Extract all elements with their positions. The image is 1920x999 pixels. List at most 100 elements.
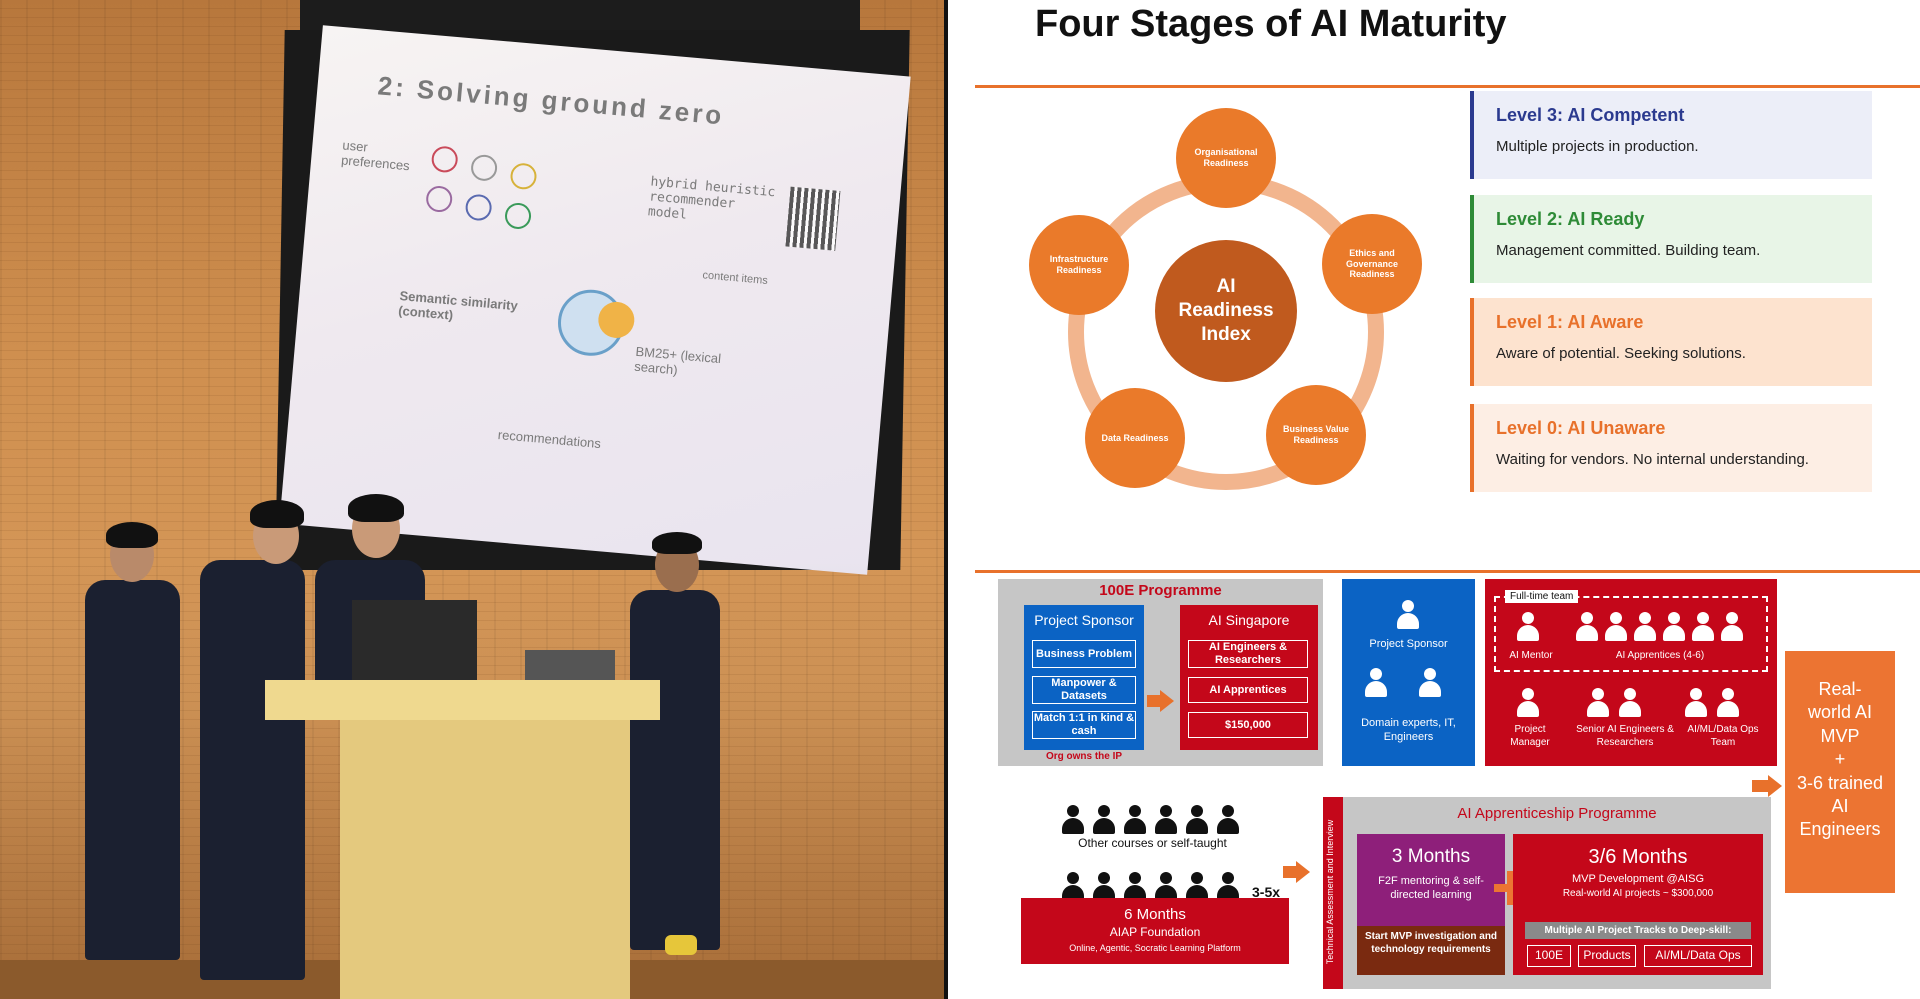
ai-mentor-label: AI Mentor [1509,650,1553,661]
sponsor-item: Manpower & Datasets [1032,676,1136,704]
100e-programme-title: 100E Programme [1099,582,1222,599]
node-label: Business Value Readiness [1282,424,1350,445]
apprentice-icon [1720,612,1744,642]
outcome-text: Real-world AI MVP + 3-6 trained AI Engin… [1785,678,1895,842]
presentation-photo: 2: Solving ground zero user preferences … [0,0,947,999]
plus-icon-vertical [1507,871,1515,905]
level-title: Level 0: AI Unaware [1496,418,1666,438]
senior-engineer-icon [1618,688,1642,718]
apprentice-icon [1691,612,1715,642]
level-card-3: Level 3: AI Competent Multiple projects … [1470,91,1872,179]
level-card-1: Level 1: AI Aware Aware of potential. Se… [1470,298,1872,386]
engineer-icon [1418,668,1442,698]
level-description: Aware of potential. Seeking solutions. [1496,345,1746,362]
learner-icon [1061,805,1085,835]
learner-icon [1185,872,1209,902]
projector-screen: 2: Solving ground zero user preferences … [279,25,911,575]
level-title: Level 2: AI Ready [1496,209,1645,229]
mvp-dev-label: MVP Development @AISG [1571,873,1705,885]
real-world-label: Real-world AI projects ~ $300,000 [1562,888,1714,899]
blue-sponsor-label: Project Sponsor [1369,638,1448,650]
mentor-icon [1516,612,1540,642]
arrow-right-icon [1160,690,1174,712]
aiap-foundation-box [1021,898,1289,964]
start-mvp-label: Start MVP investigation and technology r… [1364,931,1498,955]
manager-icon [1516,688,1540,718]
outcome-line: 3-6 trained AI Engineers [1796,772,1884,840]
tech-assessment-label: Technical Assessment and Interview [1325,819,1335,965]
learner-icon [1216,805,1240,835]
level-description: Multiple projects in production. [1496,138,1699,155]
slide-semantic: Semantic similarity (context) [397,287,519,323]
project-sponsor-title: Project Sponsor [1034,612,1134,628]
six-months-label: 6 Months [1124,906,1186,923]
learner-icon [1154,805,1178,835]
user-avatar-icon [509,162,538,191]
user-avatar-icon [464,193,493,222]
project-manager-label: Project Manager [1510,724,1550,748]
blue-domain-label: Domain experts, IT, Engineers [1361,717,1456,744]
ops-icon [1684,688,1708,718]
multiplier-label: 3-5x [1252,884,1281,900]
apprentice-icon [1662,612,1686,642]
three-months-desc: F2F mentoring & self-directed learning [1378,875,1484,902]
arrow-right-icon [1296,861,1310,883]
three-six-months-label: 3/6 Months [1588,846,1688,868]
full-time-team-label: Full-time team [1505,590,1579,603]
three-six-months-box [1513,834,1763,975]
tracks-label: Multiple AI Project Tracks to Deep-skill… [1525,922,1751,939]
divider [944,0,948,999]
laptop [352,600,477,680]
start-mvp-box [1357,926,1505,975]
three-months-box [1357,834,1505,926]
qr-code-icon [785,186,841,251]
level-title: Level 3: AI Competent [1496,105,1685,125]
project-sponsor-box [1024,605,1144,750]
presenter-4-hair [652,532,702,554]
presenter-1-hair [106,522,158,548]
programme-rule [975,570,1920,573]
outcome-line: Real-world AI MVP [1807,679,1873,746]
senior-engineer-icon [1586,688,1610,718]
ai-apprentices-label: AI Apprentices (4-6) [1615,650,1705,661]
outcome-plus: + [1834,749,1846,770]
slide-user-preferences: user preferences [340,137,411,174]
learner-icon [1154,872,1178,902]
aisg-item: AI Engineers & Researchers [1188,640,1308,668]
node-label: Ethics and Governance Readiness [1345,247,1399,280]
presenter-4 [630,590,720,950]
aiap-foundation-label: AIAP Foundation [1109,925,1201,939]
arrow-right-icon [1768,775,1782,797]
node-label: Infrastructure Readiness [1049,254,1109,275]
learner-icon [1092,872,1116,902]
learner-icon [1061,872,1085,902]
outcome-box [1785,651,1895,893]
node-label: Data Readiness [1101,432,1169,443]
full-time-dashed-box [1494,596,1768,672]
apprentice-icon [1575,612,1599,642]
node-business-value: Business Value Readiness [1266,385,1366,485]
arrow-shaft [1752,780,1770,792]
tech-assessment-bar [1323,797,1343,989]
presenter-2-hair [250,500,304,528]
full-time-team-box [1485,579,1777,766]
learner-icon [1092,805,1116,835]
presenter-1 [85,580,180,960]
slide-title: 2: Solving ground zero [376,70,726,131]
three-months-label: 3 Months [1391,846,1471,867]
apprentice-icon [1604,612,1628,642]
aiap-platform-label: Online, Agentic, Socratic Learning Platf… [1069,943,1241,953]
senior-engineers-label: Senior AI Engineers & Researchers [1576,724,1674,748]
slide-bm25: BM25+ (lexical search) [633,343,722,378]
ops-icon [1716,688,1740,718]
presenter-2 [200,560,305,980]
aisg-item: AI Apprentices [1188,677,1308,703]
presenter-4-shoes [665,935,697,955]
ops-team-label: AI/ML/Data Ops Team [1687,724,1759,748]
track-100e: 100E [1527,945,1571,967]
slide-content-items: content items [702,269,769,287]
user-avatar-icon [470,153,499,182]
engineer-icon [1364,668,1388,698]
level-description: Waiting for vendors. No internal underst… [1496,451,1809,468]
sponsor-item: Business Problem [1032,640,1136,668]
